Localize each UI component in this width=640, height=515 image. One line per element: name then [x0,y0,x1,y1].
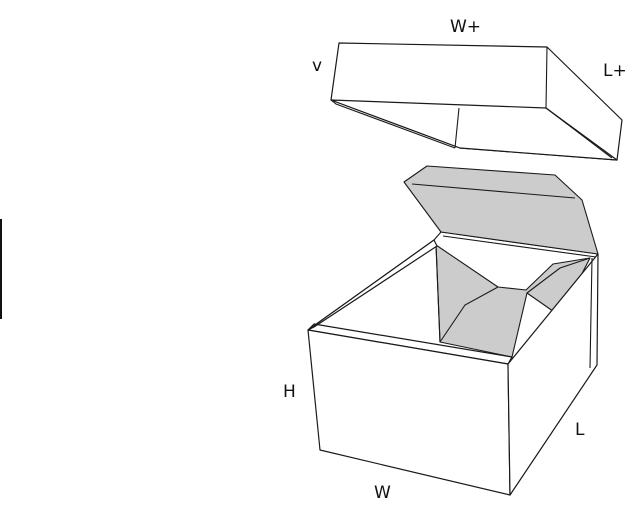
lid-front-rim [330,99,618,161]
box-right-face [507,253,599,496]
box-left-rim [307,239,438,331]
box-inner-rim [442,235,597,258]
label-lid-overlap: v [312,56,322,76]
lid-right-edge [545,107,613,159]
box-inner-divider-fold [435,244,441,343]
lid-crease [454,107,460,149]
label-lid-length: L+ [603,61,627,81]
lid-corner-edge [545,46,548,109]
lid [330,42,623,161]
box [307,165,599,496]
label-box-length: L [575,420,585,440]
left-edge-bracket [0,219,2,319]
box-inner-divider-v [439,286,499,343]
label-lid-width: W+ [450,17,481,37]
lid-front-edge [330,99,456,149]
box-top-flap-crease [411,183,576,199]
label-box-height: H [283,382,296,402]
box-right-inner-edge [589,257,593,369]
label-box-width: W [374,483,391,503]
box-inner-divider-v2 [526,257,591,294]
